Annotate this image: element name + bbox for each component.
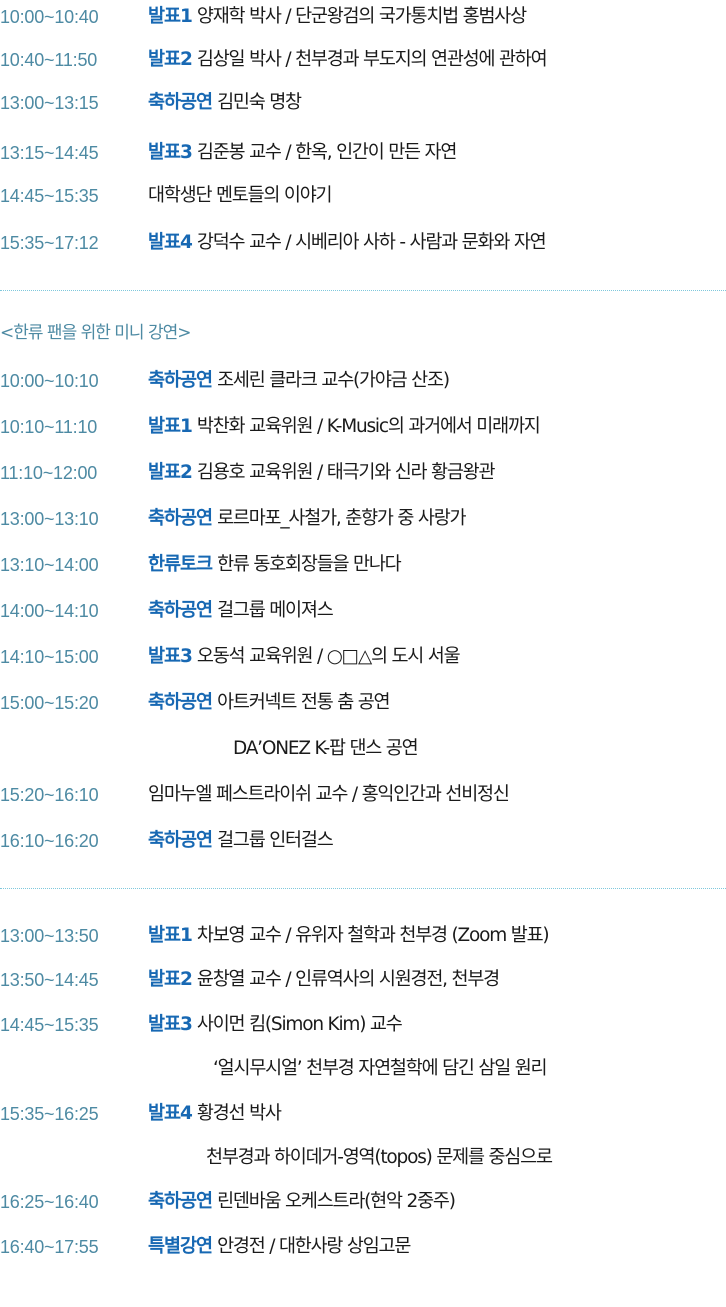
time-range: 10:40~11:50 — [0, 50, 98, 70]
session-detail: 김민숙 명창 — [217, 92, 302, 113]
session-type: 축하공연 — [148, 92, 213, 113]
time-range: 13:50~14:45 — [0, 970, 99, 990]
time-range: 10:10~11:10 — [0, 417, 98, 437]
schedule-row-continuation: ‘얼시무시얼’ 천부경 자연철학에 담긴 삼일 원리 — [213, 1054, 548, 1084]
time-range: 16:40~17:55 — [0, 1237, 99, 1257]
section-divider — [0, 888, 726, 889]
time-range: 14:45~15:35 — [0, 186, 99, 206]
schedule-row: 13:50~14:45 발표2 윤창열 교수 / 인류역사의 시원경전, 천부경 — [0, 965, 500, 995]
session-detail: 천부경과 하이데거-영역(topos) 문제를 중심으로 — [206, 1147, 553, 1168]
time-range: 14:00~14:10 — [0, 601, 99, 621]
session-detail: 임마누엘 페스트라이쉬 교수 / 홍익인간과 선비정신 — [148, 784, 510, 805]
time-range: 13:10~14:00 — [0, 555, 99, 575]
session-type: 발표4 — [148, 1103, 193, 1124]
session-detail: 황경선 박사 — [196, 1103, 282, 1124]
time-range: 13:00~13:50 — [0, 926, 99, 946]
session-type: 축하공연 — [148, 830, 213, 851]
session-detail: 걸그룹 메이져스 — [217, 600, 334, 621]
session-type: 축하공연 — [148, 370, 213, 391]
time-range: 13:00~13:10 — [0, 509, 99, 529]
schedule-row: 13:15~14:45 발표3 김준봉 교수 / 한옥, 인간이 만든 자연 — [0, 138, 457, 168]
section-header: <한류 팬을 위한 미니 강연> — [0, 323, 192, 343]
schedule-row: 16:25~16:40 축하공연 린덴바움 오케스트라(현악 2중주) — [0, 1187, 456, 1217]
session-detail: 박찬화 교육위원 / K-Music의 과거에서 미래까지 — [196, 416, 541, 437]
session-type: 발표4 — [148, 232, 193, 253]
session-detail: 양재학 박사 / 단군왕검의 국가통치법 홍범사상 — [196, 6, 527, 27]
session-detail: 안경전 / 대한사랑 상임고문 — [217, 1236, 411, 1257]
schedule-row: 13:00~13:15 축하공연 김민숙 명창 — [0, 88, 302, 118]
schedule-row: 13:10~14:00 한류토크 한류 동호회장들을 만나다 — [0, 550, 402, 580]
session-type: 발표2 — [148, 49, 193, 70]
schedule-row: 15:35~16:25 발표4 황경선 박사 — [0, 1099, 282, 1129]
session-type: 발표3 — [148, 1014, 193, 1035]
session-type: 발표3 — [148, 142, 193, 163]
time-range: 15:00~15:20 — [0, 693, 99, 713]
schedule-row: 14:00~14:10 축하공연 걸그룹 메이져스 — [0, 596, 334, 626]
time-range: 13:15~14:45 — [0, 143, 99, 163]
session-type: 발표1 — [148, 6, 193, 27]
schedule-row: 15:35~17:12 발표4 강덕수 교수 / 시베리아 사하 - 사람과 문… — [0, 228, 547, 258]
session-detail: ‘얼시무시얼’ 천부경 자연철학에 담긴 삼일 원리 — [213, 1058, 548, 1079]
schedule-row: 15:00~15:20 축하공연 아트커넥트 전통 춤 공연 — [0, 688, 391, 718]
schedule-row: 14:45~15:35 대학생단 멘토들의 이야기 — [0, 181, 333, 211]
session-detail: DA’ONEZ K-팝 댄스 공연 — [233, 738, 419, 759]
session-detail: 김준봉 교수 / 한옥, 인간이 만든 자연 — [196, 142, 457, 163]
session-type: 발표1 — [148, 925, 193, 946]
session-detail: 걸그룹 인터걸스 — [217, 830, 334, 851]
schedule-row: 16:40~17:55 특별강연 안경전 / 대한사랑 상임고문 — [0, 1232, 411, 1262]
schedule-row-continuation: 천부경과 하이데거-영역(topos) 문제를 중심으로 — [206, 1143, 553, 1173]
schedule-row: 10:40~11:50 발표2 김상일 박사 / 천부경과 부도지의 연관성에 … — [0, 45, 548, 75]
schedule-row: 10:00~10:10 축하공연 조세린 클라크 교수(가야금 산조) — [0, 366, 450, 396]
time-range: 10:00~10:40 — [0, 7, 99, 27]
schedule-row: 14:45~15:35 발표3 사이먼 킴(Simon Kim) 교수 — [0, 1010, 403, 1040]
session-detail: 린덴바움 오케스트라(현악 2중주) — [217, 1191, 456, 1212]
section-divider — [0, 290, 726, 291]
time-range: 10:00~10:10 — [0, 371, 99, 391]
session-type: 발표2 — [148, 462, 193, 483]
session-detail: 대학생단 멘토들의 이야기 — [148, 185, 333, 206]
time-range: 14:45~15:35 — [0, 1015, 99, 1035]
session-type: 축하공연 — [148, 1191, 213, 1212]
session-detail: 한류 동호회장들을 만나다 — [217, 554, 402, 575]
session-type: 축하공연 — [148, 600, 213, 621]
time-range: 16:25~16:40 — [0, 1192, 99, 1212]
session-detail: 오동석 교육위원 / ○□△의 도시 서울 — [196, 646, 461, 667]
schedule-row: 10:00~10:40 발표1 양재학 박사 / 단군왕검의 국가통치법 홍범사… — [0, 2, 527, 32]
schedule-row: 15:20~16:10 임마누엘 페스트라이쉬 교수 / 홍익인간과 선비정신 — [0, 780, 510, 810]
schedule-row: 14:10~15:00 발표3 오동석 교육위원 / ○□△의 도시 서울 — [0, 642, 461, 672]
session-detail: 강덕수 교수 / 시베리아 사하 - 사람과 문화와 자연 — [196, 232, 547, 253]
schedule-row: 10:10~11:10 발표1 박찬화 교육위원 / K-Music의 과거에서… — [0, 412, 541, 442]
session-detail: 윤창열 교수 / 인류역사의 시원경전, 천부경 — [196, 969, 500, 990]
session-type: 축하공연 — [148, 692, 213, 713]
session-detail: 아트커넥트 전통 춤 공연 — [217, 692, 390, 713]
session-type: 발표1 — [148, 416, 193, 437]
schedule-row: 13:00~13:10 축하공연 로르마포_사철가, 춘향가 중 사랑가 — [0, 504, 467, 534]
session-detail: 김용호 교육위원 / 태극기와 신라 황금왕관 — [196, 462, 496, 483]
time-range: 16:10~16:20 — [0, 831, 99, 851]
time-range: 14:10~15:00 — [0, 647, 99, 667]
time-range: 15:35~17:12 — [0, 233, 99, 253]
session-detail: 조세린 클라크 교수(가야금 산조) — [217, 370, 450, 391]
session-detail: 차보영 교수 / 유위자 철학과 천부경 (Zoom 발표) — [196, 925, 550, 946]
session-detail: 김상일 박사 / 천부경과 부도지의 연관성에 관하여 — [196, 49, 548, 70]
session-type: 한류토크 — [148, 554, 213, 575]
session-detail: 사이먼 킴(Simon Kim) 교수 — [196, 1014, 403, 1035]
session-type: 축하공연 — [148, 508, 213, 529]
time-range: 15:20~16:10 — [0, 785, 99, 805]
schedule-row-continuation: DA’ONEZ K-팝 댄스 공연 — [233, 734, 419, 764]
schedule-row: 16:10~16:20 축하공연 걸그룹 인터걸스 — [0, 826, 334, 856]
time-range: 15:35~16:25 — [0, 1104, 99, 1124]
session-type: 특별강연 — [148, 1236, 213, 1257]
schedule-row: 11:10~12:00 발표2 김용호 교육위원 / 태극기와 신라 황금왕관 — [0, 458, 496, 488]
time-range: 11:10~12:00 — [0, 463, 98, 483]
time-range: 13:00~13:15 — [0, 93, 99, 113]
session-detail: 로르마포_사철가, 춘향가 중 사랑가 — [217, 508, 466, 529]
session-type: 발표2 — [148, 969, 193, 990]
schedule-row: 13:00~13:50 발표1 차보영 교수 / 유위자 철학과 천부경 (Zo… — [0, 921, 550, 951]
session-type: 발표3 — [148, 646, 193, 667]
